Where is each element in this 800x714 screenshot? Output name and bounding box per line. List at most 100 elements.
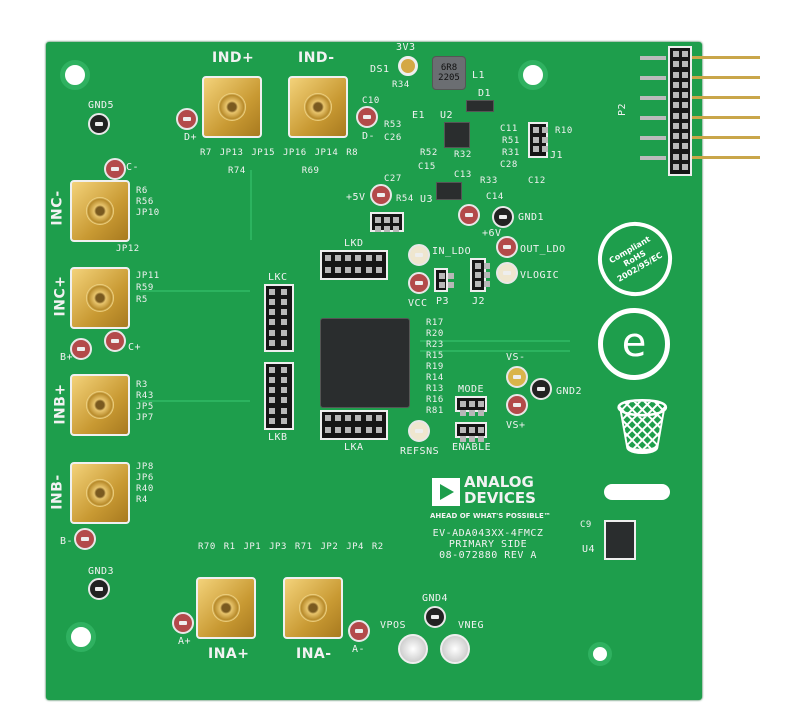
test-point-b-plus[interactable] bbox=[70, 338, 92, 360]
header-pin bbox=[269, 339, 275, 346]
labels-top-r: R74 R69 bbox=[228, 166, 319, 177]
header-pin bbox=[673, 122, 679, 129]
jumper-j1[interactable] bbox=[528, 122, 548, 158]
label-e1: E1 bbox=[412, 110, 426, 121]
header-pin bbox=[325, 255, 331, 261]
label-enable: ENABLE bbox=[452, 442, 492, 453]
header-pin bbox=[280, 329, 287, 336]
test-point-a-minus[interactable] bbox=[348, 620, 370, 642]
header-pin bbox=[460, 436, 466, 442]
header-pin bbox=[469, 436, 475, 442]
jumper-j2[interactable] bbox=[470, 258, 490, 292]
header-pin bbox=[484, 281, 490, 287]
test-point-plus5v[interactable] bbox=[370, 184, 392, 206]
header-lkd[interactable] bbox=[320, 250, 388, 280]
test-point-refsns[interactable] bbox=[408, 420, 430, 442]
header-lka[interactable] bbox=[320, 410, 388, 440]
label-jp12: JP12 bbox=[116, 244, 140, 254]
sma-connector-inc-plus[interactable] bbox=[70, 267, 130, 329]
label: JP6 bbox=[136, 473, 154, 483]
label-inb-plus: INB+ bbox=[52, 383, 69, 425]
test-point-plus6v[interactable] bbox=[458, 204, 480, 226]
ic-u2 bbox=[444, 122, 470, 148]
test-point-a-plus[interactable] bbox=[172, 612, 194, 634]
label-lkc: LKC bbox=[268, 272, 288, 283]
terminal-vneg[interactable] bbox=[440, 634, 470, 664]
header-pin bbox=[375, 266, 382, 273]
header-pin bbox=[355, 266, 362, 273]
header-pin bbox=[682, 51, 688, 57]
header-pin bbox=[533, 146, 539, 153]
label: R13 bbox=[426, 384, 444, 394]
pad-3v3 bbox=[398, 56, 418, 76]
label: R2 bbox=[371, 542, 384, 552]
header-p2[interactable] bbox=[668, 46, 692, 176]
test-point-out-ldo[interactable] bbox=[496, 236, 518, 258]
label-u3: U3 bbox=[420, 194, 434, 205]
test-point-in-ldo[interactable] bbox=[408, 244, 430, 266]
sma-connector-inc-minus[interactable] bbox=[70, 180, 130, 242]
header-j3[interactable] bbox=[370, 212, 404, 232]
label: JP1 bbox=[243, 542, 262, 552]
label-inb-minus: INB- bbox=[49, 474, 66, 510]
header-lkb[interactable] bbox=[264, 362, 294, 430]
test-point-c-plus[interactable] bbox=[104, 330, 126, 352]
terminal-vpos[interactable] bbox=[398, 634, 428, 664]
header-pin bbox=[673, 153, 679, 160]
label-r53: R53 bbox=[384, 120, 402, 130]
test-point-vlogic[interactable] bbox=[496, 262, 518, 284]
test-point-b-minus[interactable] bbox=[74, 528, 96, 550]
label: R43 bbox=[136, 391, 154, 401]
label-c15: C15 bbox=[418, 162, 436, 172]
label: R15 bbox=[426, 351, 444, 361]
label: JP8 bbox=[136, 462, 154, 472]
label-r34: R34 bbox=[392, 80, 410, 90]
test-point-gnd3[interactable] bbox=[88, 578, 110, 600]
sma-connector-inb-plus[interactable] bbox=[70, 374, 130, 436]
ic-main-ada043xx bbox=[320, 318, 410, 408]
labels-bottom-jp: R70 R1 JP1 JP3 R71 JP2 JP4 R2 bbox=[198, 542, 384, 553]
label-r32: R32 bbox=[454, 150, 472, 160]
test-point-gnd5[interactable] bbox=[88, 113, 110, 135]
sma-connector-ind-plus[interactable] bbox=[202, 76, 262, 138]
header-pin bbox=[673, 112, 679, 119]
header-pin bbox=[345, 266, 352, 273]
label: R71 bbox=[294, 542, 313, 552]
label-b-plus: B+ bbox=[60, 352, 74, 363]
test-point-vs-plus[interactable] bbox=[506, 394, 528, 416]
mounting-hole bbox=[66, 622, 96, 652]
header-pin bbox=[478, 401, 484, 407]
header-pin bbox=[469, 410, 475, 416]
test-point-gnd2[interactable] bbox=[530, 378, 552, 400]
label-c26: C26 bbox=[384, 133, 402, 143]
test-point-c-minus[interactable] bbox=[104, 158, 126, 180]
test-point-d-plus[interactable] bbox=[176, 108, 198, 130]
test-point-d-minus[interactable] bbox=[356, 106, 378, 128]
header-pin bbox=[280, 339, 287, 346]
trace bbox=[420, 340, 570, 342]
sma-connector-ind-minus[interactable] bbox=[288, 76, 348, 138]
test-point-gnd1[interactable] bbox=[492, 206, 514, 228]
sma-connector-ina-minus[interactable] bbox=[283, 577, 343, 639]
mounting-hole bbox=[588, 642, 612, 666]
jumper-mode[interactable] bbox=[455, 396, 487, 416]
header-pin bbox=[448, 273, 454, 279]
label-a-minus: A- bbox=[352, 644, 366, 655]
jumper-enable[interactable] bbox=[455, 422, 487, 442]
weee-bar bbox=[604, 484, 670, 500]
labels-inc-plus: JP11 R59 R5 bbox=[136, 270, 160, 306]
header-pin bbox=[682, 143, 688, 150]
header-lkc[interactable] bbox=[264, 284, 294, 352]
header-pin bbox=[475, 281, 481, 287]
test-point-vs-minus[interactable] bbox=[506, 366, 528, 388]
header-pin bbox=[682, 102, 688, 109]
label-mode: MODE bbox=[458, 384, 485, 395]
label: R69 bbox=[301, 166, 320, 176]
test-point-vcc[interactable] bbox=[408, 272, 430, 294]
sma-connector-ina-plus[interactable] bbox=[196, 577, 256, 639]
jumper-p3[interactable] bbox=[434, 268, 454, 292]
sma-connector-inb-minus[interactable] bbox=[70, 462, 130, 524]
label: R4 bbox=[136, 495, 148, 505]
label: JP5 bbox=[136, 402, 154, 412]
test-point-gnd4[interactable] bbox=[424, 606, 446, 628]
